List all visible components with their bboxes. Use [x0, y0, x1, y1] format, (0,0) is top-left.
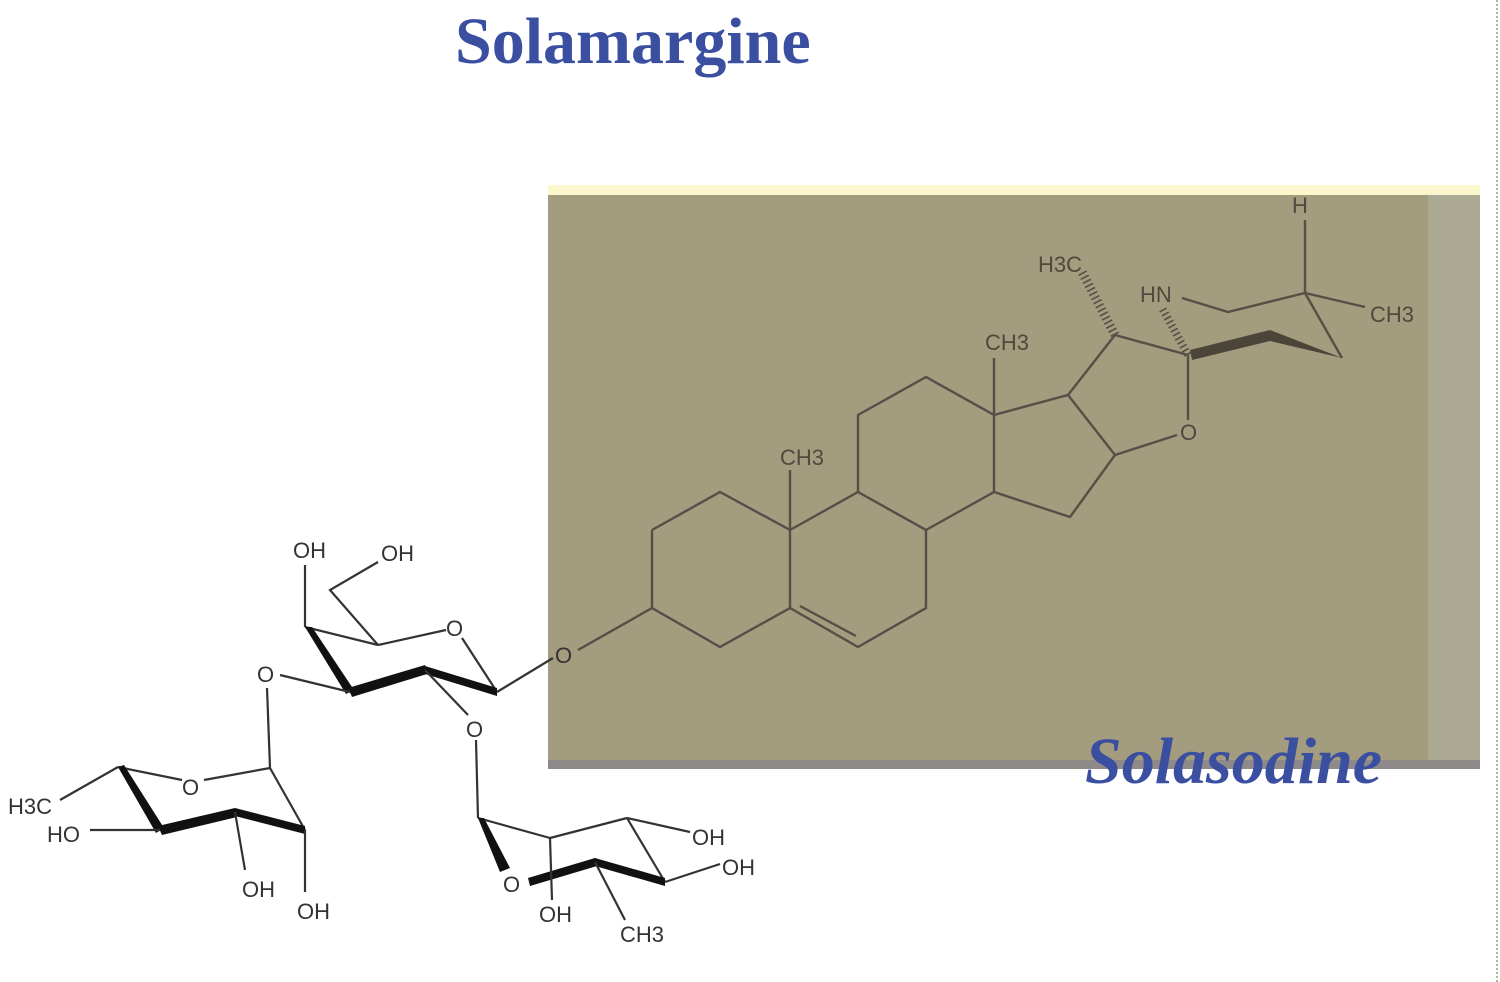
atom-h3c: H3C: [8, 794, 52, 819]
atom-ch3-c18: CH3: [985, 330, 1029, 355]
atom-o-ring: O: [503, 872, 520, 897]
rhamnose-left-ring: O H3C HO OH OH: [8, 687, 330, 924]
solasodine-skeleton: CH3 CH3 H3C HN H CH3 O: [577, 193, 1414, 652]
page-border: [1496, 0, 1498, 982]
atom-o-glycosidic: O: [555, 643, 572, 668]
atom-o-ring-e: O: [1180, 420, 1197, 445]
atom-ch3-c19: CH3: [780, 445, 824, 470]
atom-oh-c4: OH: [722, 855, 755, 880]
atom-o-ring: O: [446, 616, 463, 641]
atom-oh-c6: OH: [381, 541, 414, 566]
glucose-ring: OH OH O O O: [257, 538, 554, 742]
atom-ho: HO: [47, 822, 80, 847]
atom-ch3-c27: CH3: [1370, 302, 1414, 327]
highlight-bottom-strip: [548, 760, 1480, 769]
atom-o-link-right: O: [466, 717, 483, 742]
solasodine-highlight-box: [548, 195, 1428, 760]
atom-o-link-left: O: [257, 662, 274, 687]
atom-oh-c3: OH: [242, 877, 275, 902]
atom-h3c-c21: H3C: [1038, 252, 1082, 277]
atom-hn: HN: [1140, 282, 1172, 307]
atom-ch3: CH3: [620, 922, 664, 947]
atom-h: H: [1292, 193, 1308, 218]
atom-oh-c2: OH: [297, 899, 330, 924]
aglycone-label: Solasodine: [1085, 725, 1383, 798]
atom-oh-c2: OH: [539, 902, 572, 927]
atom-oh-c4: OH: [293, 538, 326, 563]
atom-oh-c3: OH: [692, 825, 725, 850]
highlight-top-strip: [548, 185, 1480, 197]
highlight-right-strip: [1428, 195, 1480, 760]
page-title: Solamargine: [455, 5, 811, 78]
atom-o-ring: O: [182, 775, 199, 800]
rhamnose-right-ring: O OH OH OH CH3: [474, 739, 755, 947]
